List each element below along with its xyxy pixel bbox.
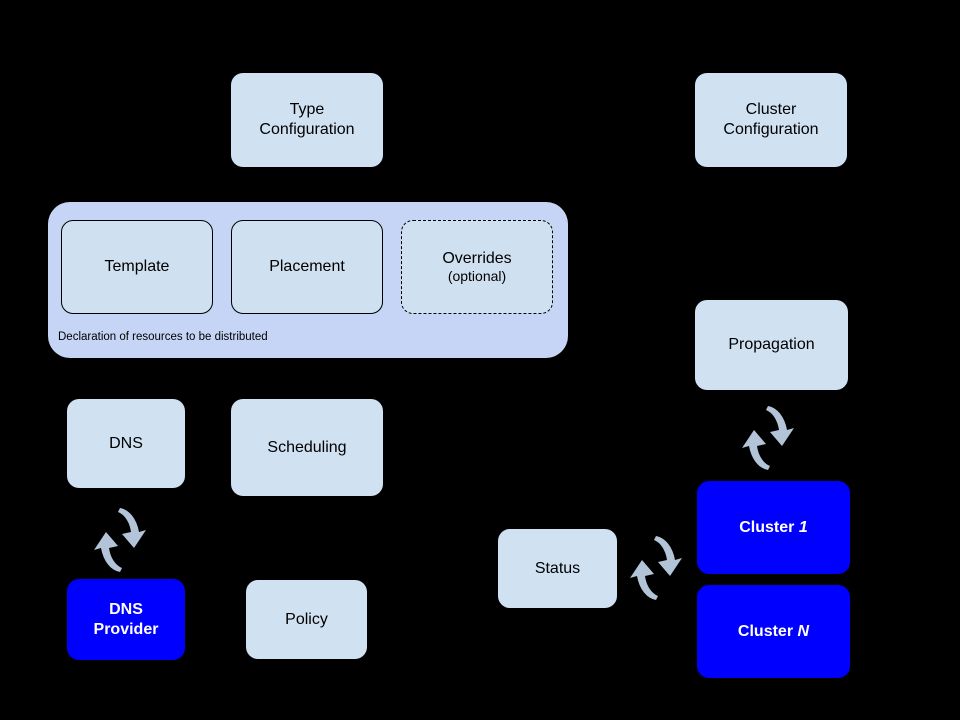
node-type-configuration[interactable]: Type Configuration — [231, 73, 383, 167]
node-cluster-n-prefix: Cluster — [737, 622, 798, 640]
node-status-label: Status — [534, 559, 581, 577]
node-propagation[interactable]: Propagation — [695, 300, 848, 390]
sync-icon-dns — [94, 508, 146, 572]
node-type-configuration-label: Type Configuration — [259, 101, 355, 138]
node-dns[interactable]: DNS — [67, 399, 185, 488]
node-cluster-configuration-label: Cluster Configuration — [723, 101, 819, 138]
node-scheduling[interactable]: Scheduling — [231, 399, 383, 496]
node-cluster-configuration[interactable]: Cluster Configuration — [695, 73, 847, 167]
node-cluster-1-label: Cluster 1 — [739, 518, 807, 538]
node-overrides-label: Overrides — [442, 249, 512, 267]
node-dns-provider-label: DNS Provider — [93, 600, 159, 638]
node-overrides-sublabel: (optional) — [447, 268, 507, 285]
node-cluster-n-suffix: N — [797, 622, 810, 640]
sync-icon-status — [630, 536, 682, 600]
node-cluster-n[interactable]: Cluster N — [697, 585, 850, 678]
node-scheduling-label: Scheduling — [267, 438, 347, 456]
sync-icon-propagation — [742, 406, 794, 470]
node-cluster-1[interactable]: Cluster 1 — [697, 481, 850, 574]
node-template-label: Template — [104, 258, 170, 276]
node-placement-label: Placement — [269, 258, 345, 276]
node-overrides[interactable]: Overrides (optional) — [401, 220, 553, 314]
node-placement[interactable]: Placement — [231, 220, 383, 314]
node-cluster-n-label: Cluster N — [738, 622, 809, 642]
node-status[interactable]: Status — [498, 529, 617, 608]
node-dns-label: DNS — [109, 434, 143, 452]
node-dns-provider[interactable]: DNS Provider — [67, 579, 185, 660]
group-caption: Declaration of resources to be distribut… — [58, 331, 268, 343]
node-propagation-label: Propagation — [728, 336, 815, 354]
node-policy-label: Policy — [285, 610, 328, 628]
node-policy[interactable]: Policy — [246, 580, 367, 659]
node-template[interactable]: Template — [61, 220, 213, 314]
node-cluster-1-prefix: Cluster — [739, 518, 799, 536]
node-cluster-1-suffix: 1 — [798, 518, 808, 536]
